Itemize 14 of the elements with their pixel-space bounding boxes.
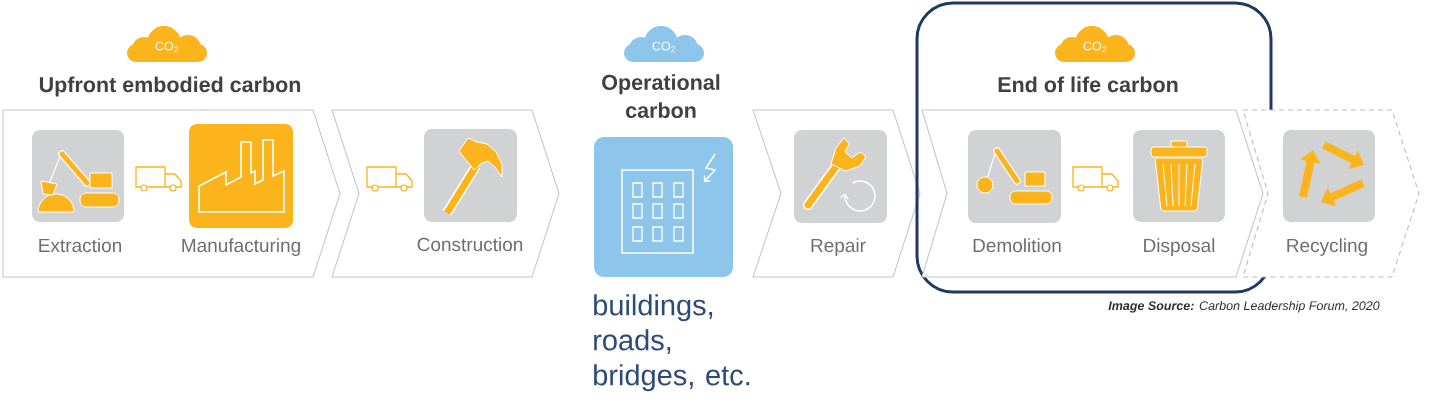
step-label: Repair (811, 238, 866, 256)
section-heading: Upfront embodied carbon (39, 76, 301, 97)
step-label: Recycling (1287, 238, 1367, 256)
cloud: CO$_{2}$ (127, 26, 207, 62)
step-label: Disposal (1144, 238, 1215, 256)
cloud: CO$_{2}$ (624, 26, 704, 62)
source-note: Image Source: Carbon Leadership Forum, 2020 (1108, 300, 1380, 313)
cloud: CO$_{2}$ (1055, 26, 1135, 62)
step-label: Extraction (39, 238, 121, 253)
step-label: Demolition (973, 238, 1061, 253)
node-label: buildings, roads, bridges, etc. (594, 294, 750, 392)
step-label: Construction (417, 237, 523, 252)
section-heading: Operational carbon (602, 74, 720, 118)
step-label: Manufacturing (182, 238, 300, 256)
